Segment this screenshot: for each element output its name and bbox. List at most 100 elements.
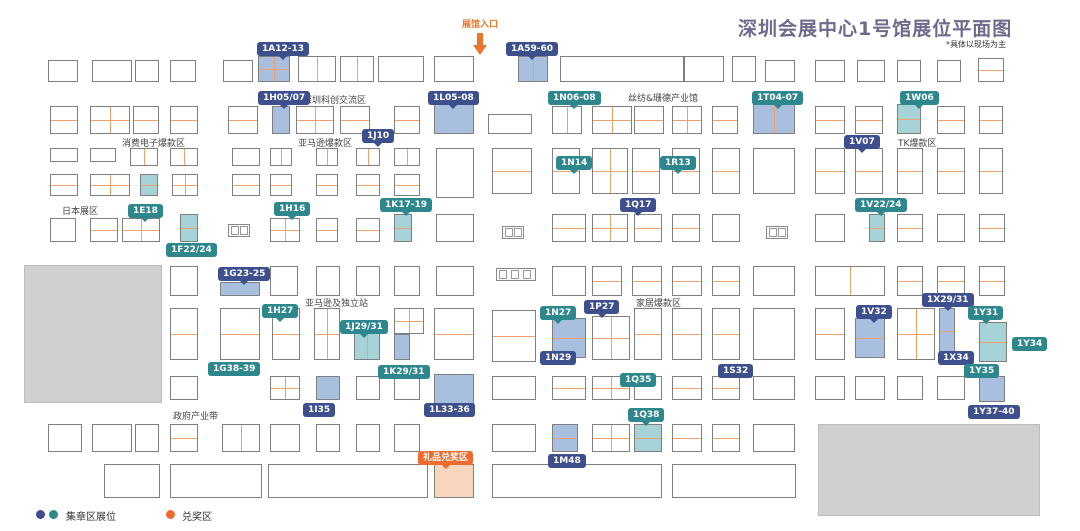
booth[interactable] xyxy=(50,218,76,242)
booth[interactable] xyxy=(869,214,885,242)
booth[interactable] xyxy=(232,174,260,196)
booth[interactable] xyxy=(634,106,664,134)
booth[interactable] xyxy=(592,106,632,134)
booth[interactable] xyxy=(356,218,380,242)
booth[interactable] xyxy=(140,174,158,196)
booth[interactable] xyxy=(316,174,338,196)
booth[interactable] xyxy=(316,424,340,452)
booth[interactable] xyxy=(855,106,883,134)
booth-tag[interactable]: 1V07 xyxy=(844,135,880,153)
booth[interactable] xyxy=(50,148,78,162)
booth-tag[interactable]: 1A12-13 xyxy=(257,42,310,60)
booth-tag[interactable]: 1H16 xyxy=(274,202,311,220)
prize-booth[interactable] xyxy=(434,464,474,498)
booth[interactable] xyxy=(220,308,260,360)
booth-tag[interactable]: 1Y34 xyxy=(1012,337,1048,351)
booth[interactable] xyxy=(394,376,420,400)
booth[interactable] xyxy=(170,106,198,134)
booth-tag[interactable]: 1V32 xyxy=(856,305,892,323)
booth[interactable] xyxy=(316,218,338,242)
booth-tag[interactable]: 1Q35 xyxy=(620,373,657,387)
booth[interactable] xyxy=(50,174,78,196)
booth[interactable] xyxy=(855,318,885,358)
booth[interactable] xyxy=(897,104,921,134)
booth[interactable] xyxy=(815,308,845,360)
booth[interactable] xyxy=(765,60,795,82)
booth[interactable] xyxy=(592,148,628,194)
booth[interactable] xyxy=(632,148,660,194)
booth[interactable] xyxy=(712,266,740,296)
booth[interactable] xyxy=(492,464,662,498)
booth[interactable] xyxy=(270,266,298,296)
prize-area-tag[interactable]: 礼品兑奖区 xyxy=(418,451,474,469)
booth[interactable] xyxy=(897,214,923,242)
booth[interactable] xyxy=(937,60,961,82)
booth[interactable] xyxy=(939,308,955,354)
booth[interactable] xyxy=(672,424,702,452)
booth-tag[interactable]: 1N27 xyxy=(540,306,577,324)
booth[interactable] xyxy=(488,114,532,134)
booth[interactable] xyxy=(492,376,536,400)
booth[interactable] xyxy=(492,424,536,452)
booth[interactable] xyxy=(270,148,292,166)
booth[interactable] xyxy=(394,174,420,196)
booth-tag[interactable]: 1L33-36 xyxy=(424,403,475,417)
booth-tag[interactable]: 1N29 xyxy=(540,351,577,365)
booth[interactable] xyxy=(672,308,702,360)
booth[interactable] xyxy=(897,148,923,194)
booth-tag[interactable]: 1N06-08 xyxy=(548,91,601,109)
booth[interactable] xyxy=(552,266,586,296)
booth-tag[interactable]: 1F22/24 xyxy=(166,243,217,257)
booth[interactable] xyxy=(170,266,198,296)
booth[interactable] xyxy=(130,148,158,166)
booth[interactable] xyxy=(394,266,420,296)
booth[interactable] xyxy=(672,106,702,134)
booth-tag[interactable]: 1K29/31 xyxy=(378,365,430,379)
booth[interactable] xyxy=(180,214,198,242)
booth[interactable] xyxy=(90,106,130,134)
booth[interactable] xyxy=(378,56,424,82)
booth[interactable] xyxy=(592,376,630,400)
booth-tag[interactable]: 1Y37-40 xyxy=(968,405,1020,419)
booth[interactable] xyxy=(672,464,796,498)
booth-tag[interactable]: 1J10 xyxy=(362,129,395,147)
booth[interactable] xyxy=(135,424,159,452)
booth[interactable] xyxy=(979,322,1007,362)
booth[interactable] xyxy=(394,308,424,334)
booth[interactable] xyxy=(732,56,756,82)
booth[interactable] xyxy=(122,218,160,242)
booth[interactable] xyxy=(712,308,740,360)
booth[interactable] xyxy=(316,266,340,296)
booth[interactable] xyxy=(135,60,159,82)
booth-tag[interactable]: 1S32 xyxy=(718,364,754,378)
booth[interactable] xyxy=(712,214,740,242)
booth[interactable] xyxy=(592,266,622,296)
booth[interactable] xyxy=(316,148,338,166)
booth[interactable] xyxy=(356,174,380,196)
booth[interactable] xyxy=(815,376,845,400)
booth[interactable] xyxy=(92,424,132,452)
booth[interactable] xyxy=(712,148,740,194)
booth[interactable] xyxy=(90,174,130,196)
booth[interactable] xyxy=(268,464,428,498)
booth[interactable] xyxy=(979,214,1005,242)
booth-tag[interactable]: 1L05-08 xyxy=(428,91,479,109)
booth[interactable] xyxy=(356,266,380,296)
booth[interactable] xyxy=(672,266,702,296)
booth-tag[interactable]: 1T04-07 xyxy=(752,91,804,109)
booth[interactable] xyxy=(394,214,412,242)
booth[interactable] xyxy=(492,310,536,362)
booth-tag[interactable]: 1Y31 xyxy=(968,306,1004,324)
booth-tag[interactable]: 1Q38 xyxy=(628,408,665,426)
booth-tag[interactable]: 1J29/31 xyxy=(340,320,388,338)
booth[interactable] xyxy=(753,424,795,452)
booth-tag[interactable]: 1X34 xyxy=(938,351,974,365)
booth[interactable] xyxy=(394,106,420,134)
booth[interactable] xyxy=(356,148,380,166)
booth[interactable] xyxy=(712,424,740,452)
booth[interactable] xyxy=(492,148,532,194)
booth[interactable] xyxy=(979,148,1003,194)
booth[interactable] xyxy=(298,56,336,82)
booth[interactable] xyxy=(48,60,78,82)
booth[interactable] xyxy=(979,376,1005,402)
